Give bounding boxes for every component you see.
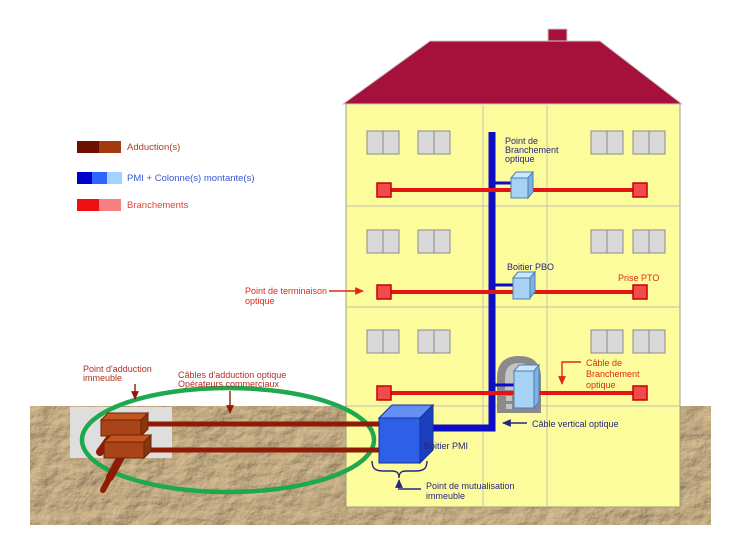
riser-stubs [492, 181, 514, 387]
legend-label: Branchements [127, 200, 189, 211]
legend: Adduction(s) PMI + Colonne(s) montante(s… [77, 141, 255, 211]
window [590, 130, 624, 155]
branch-cable-floor-1 [376, 385, 648, 401]
label-line: immeuble [83, 373, 122, 383]
label-cable-vertical-optique: Câble vertical optique [502, 419, 619, 429]
window [632, 329, 666, 354]
legend-item-branchements: Branchements [77, 199, 189, 211]
label-point-branchement-optique: Point de Branchement optique [505, 136, 559, 164]
legend-swatch [107, 172, 122, 184]
annotations: Point de Branchement optique Boitier PBO… [83, 136, 659, 501]
pto-socket [376, 284, 392, 300]
label-boitier-pmi: Boitier PMI [424, 441, 468, 451]
arrow-to-branch-cable [558, 361, 581, 385]
label-line: Point de mutualisation [426, 481, 515, 491]
vertical-optical-cable [420, 132, 496, 432]
label-line: Branchement [586, 369, 640, 379]
label-line: Câble vertical optique [532, 419, 619, 429]
adduction-cable-tail [100, 474, 113, 493]
window [632, 229, 666, 254]
pto-socket [632, 182, 648, 198]
legend-swatch [99, 141, 121, 153]
pto-socket [632, 284, 648, 300]
label-line: Opérateurs commerciaux [178, 379, 280, 389]
label-point-mutualisation: Point de mutualisation immeuble [371, 460, 515, 501]
window [366, 229, 400, 254]
adduction-highlight-ellipse [79, 385, 377, 495]
label-line: Branchement [505, 145, 559, 155]
wall-divider-lines [482, 105, 548, 506]
window [366, 329, 400, 354]
pbo-box-floor-1 [512, 363, 541, 410]
window [417, 329, 451, 354]
riser-cable [420, 132, 514, 432]
legend-swatch [77, 172, 92, 184]
pmi-box [377, 403, 435, 465]
pto-socket [632, 385, 648, 401]
window [417, 130, 451, 155]
adduction-box-2 [102, 433, 153, 460]
label-line: Point d'adduction [83, 364, 152, 374]
window [590, 329, 624, 354]
brace-under-pmi [371, 460, 428, 479]
pbo-boxes [509, 170, 541, 410]
label-line: Câble de [586, 358, 622, 368]
label-line: Câbles d'adduction optique [178, 370, 286, 380]
adduction-equipment [96, 411, 382, 493]
legend-swatch [77, 199, 99, 211]
legend-label: Adduction(s) [127, 142, 180, 153]
legend-label: PMI + Colonne(s) montante(s) [127, 173, 255, 184]
pto-socket [376, 385, 392, 401]
legend-item-adduction: Adduction(s) [77, 141, 180, 153]
roof [341, 40, 684, 105]
label-line: Point de terminaison [245, 286, 327, 296]
window [417, 229, 451, 254]
label-line: optique [505, 154, 535, 164]
label-line: optique [586, 380, 616, 390]
label-cables-adduction: Câbles d'adduction optique Opérateurs co… [178, 370, 286, 414]
label-line: immeuble [426, 491, 465, 501]
window [366, 130, 400, 155]
branch-cable-floor-2 [376, 284, 648, 300]
label-point-terminaison-optique: Point de terminaison optique [245, 286, 364, 306]
label-cable-branchement-optique: Câble de Branchement optique [558, 358, 640, 390]
label-line: Point de [505, 136, 538, 146]
pto-socket [376, 182, 392, 198]
legend-swatch [77, 141, 99, 153]
label-line: optique [245, 296, 275, 306]
label-point-adduction: Point d'adduction immeuble [83, 364, 152, 400]
legend-item-pmi-colonne: PMI + Colonne(s) montante(s) [77, 172, 255, 184]
adduction-box-1 [99, 411, 150, 438]
label-prise-pto: Prise PTO [618, 273, 659, 283]
legend-swatch [99, 199, 121, 211]
legend-swatch [92, 172, 107, 184]
pbo-box-floor-2 [511, 270, 537, 300]
pbo-box-floor-3 [509, 170, 535, 200]
window [632, 130, 666, 155]
label-boitier-pbo: Boitier PBO [507, 262, 554, 272]
window [590, 229, 624, 254]
